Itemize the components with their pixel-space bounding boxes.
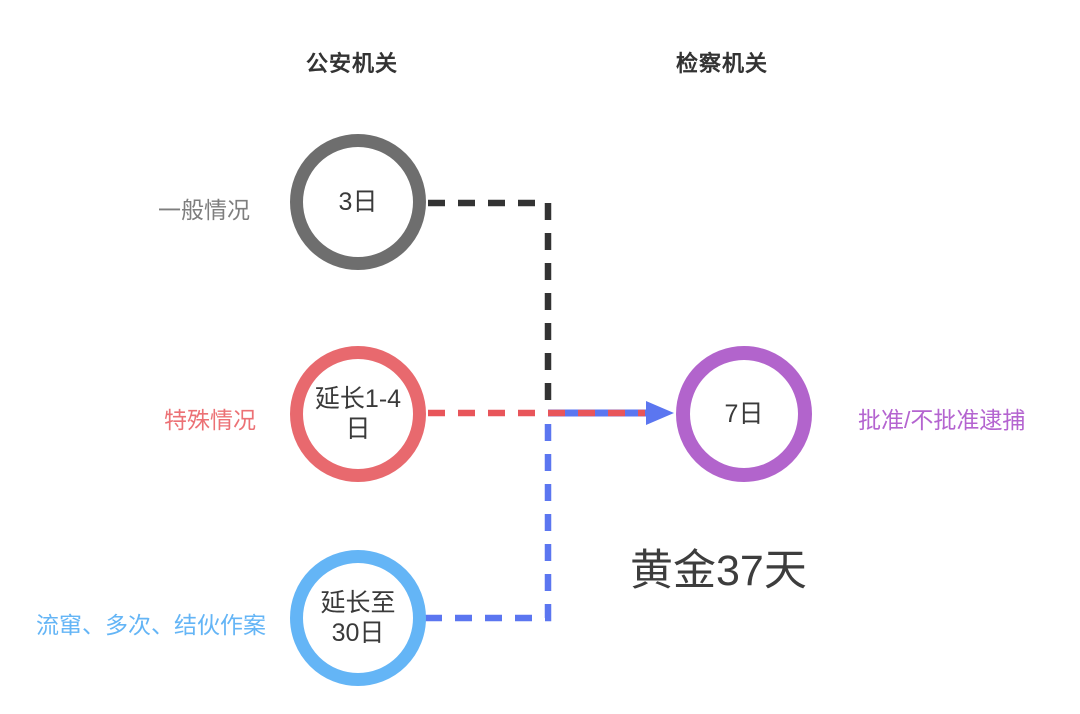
node-general-3-days-text: 3日: [339, 187, 378, 218]
label-general-case: 一般情况: [158, 197, 250, 223]
node-text-line: 延长1-4: [314, 384, 402, 413]
label-special-case: 特殊情况: [164, 407, 256, 433]
connector-general-case-path: [428, 199, 552, 406]
node-text-line: 30日: [331, 619, 385, 647]
node-text-line: 日: [345, 415, 371, 443]
node-extend-1-4-days: 延长1-4 日: [290, 346, 426, 482]
annotation-golden-37-days: 黄金37天: [630, 547, 807, 595]
node-general-3-days: 3日: [290, 134, 426, 270]
node-text-line: 7日: [724, 399, 764, 428]
arrowhead-icon: [646, 401, 674, 425]
node-procuratorate-7-days: 7日: [676, 346, 812, 482]
node-procuratorate-7-days-text: 7日: [725, 399, 764, 430]
column-header-procuratorate: 检察机关: [676, 51, 769, 76]
node-text-line: 延长至: [320, 588, 396, 617]
node-extend-1-4-days-text: 延长1-4 日: [315, 384, 401, 445]
column-header-public-security: 公安机关: [306, 51, 399, 76]
label-extended-case: 流窜、多次、结伙作案: [36, 612, 266, 638]
connector-extended-case-path: [425, 417, 552, 622]
node-extend-to-30-days: 延长至 30日: [290, 550, 426, 686]
node-extend-to-30-days-text: 延长至 30日: [320, 588, 395, 649]
node-text-line: 3日: [338, 187, 378, 216]
label-approve-arrest: 批准/不批准逮捕: [858, 407, 1026, 433]
